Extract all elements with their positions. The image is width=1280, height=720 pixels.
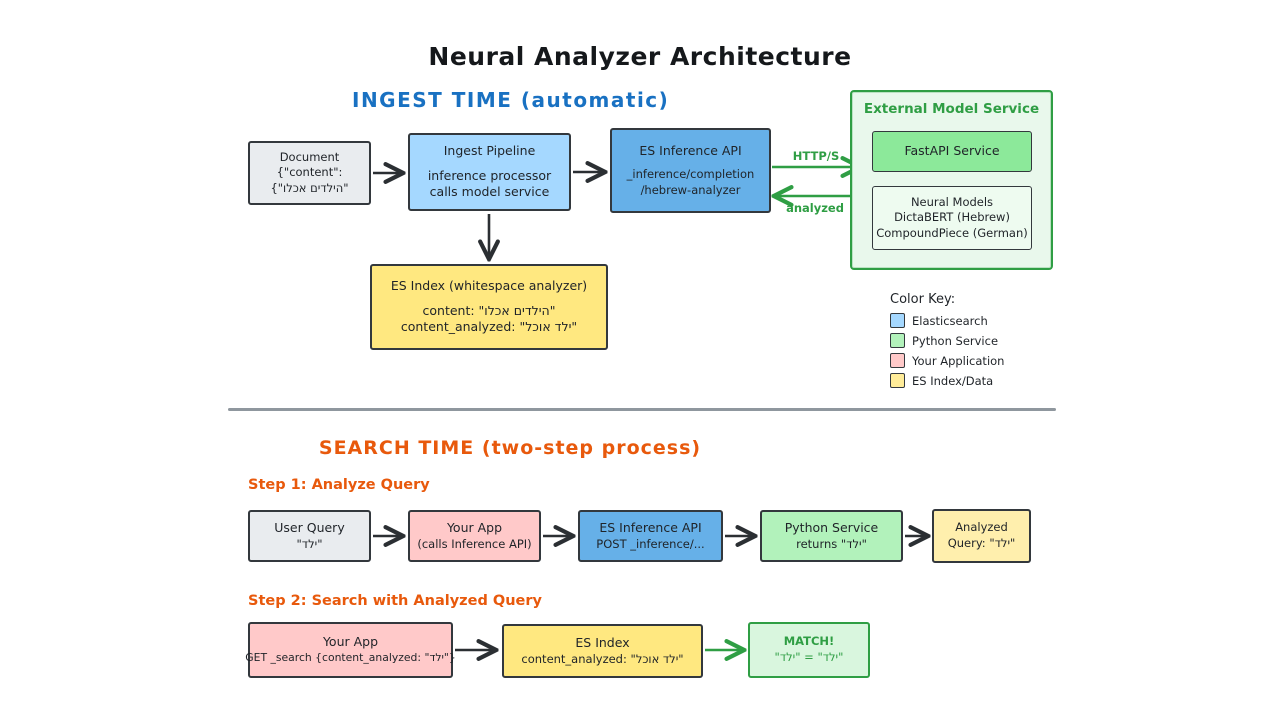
es-index-line1: ES Index (whitespace analyzer) bbox=[390, 277, 588, 293]
your-application-swatch bbox=[890, 353, 905, 368]
color-key-row-python: Python Service bbox=[890, 333, 998, 348]
pipeline-line3: calls model service bbox=[429, 184, 550, 200]
analyzed-arrow-label: analyzed bbox=[786, 201, 844, 215]
pipeline-line1: Ingest Pipeline bbox=[443, 142, 536, 158]
document-line3: "הילדים אכלו"} bbox=[270, 180, 349, 195]
document-box: Document {"content": "הילדים אכלו"} bbox=[248, 141, 371, 205]
elasticsearch-swatch bbox=[890, 313, 905, 328]
models-line3: CompoundPiece (German) bbox=[876, 225, 1028, 240]
color-key-row-application: Your Application bbox=[890, 353, 1004, 368]
python-service-swatch-label: Python Service bbox=[912, 333, 999, 348]
python-service-swatch bbox=[890, 333, 905, 348]
es-index-line3: content_analyzed: "ילד אוכל" bbox=[400, 319, 578, 335]
color-key-row-elasticsearch: Elasticsearch bbox=[890, 313, 988, 328]
inference-line3: /hebrew-analyzer bbox=[640, 182, 741, 197]
es-index-data-swatch bbox=[890, 373, 905, 388]
ingest-pipeline-box: Ingest Pipeline inference processor call… bbox=[408, 133, 571, 211]
ingest-section-heading: INGEST TIME (automatic) bbox=[352, 88, 670, 112]
fastapi-service-box: FastAPI Service bbox=[872, 131, 1032, 172]
color-key-row-index: ES Index/Data bbox=[890, 373, 993, 388]
es-index-step2-box: ES Index content_analyzed: "ילד אוכל" bbox=[502, 624, 703, 678]
external-model-service-title: External Model Service bbox=[863, 101, 1040, 117]
your-app1-line2: (calls Inference API) bbox=[417, 536, 532, 551]
section-divider bbox=[228, 408, 1056, 411]
step1-label: Step 1: Analyze Query bbox=[248, 477, 430, 493]
es-inference-api-step1-box: ES Inference API POST _inference/... bbox=[578, 510, 723, 562]
es-index2-line1: ES Index bbox=[575, 634, 630, 650]
match-box: MATCH! "ילד" = "ילד" bbox=[748, 622, 870, 678]
your-app1-line1: Your App bbox=[446, 519, 503, 535]
es-inference-api-box: ES Inference API _inference/completion /… bbox=[610, 128, 771, 213]
elasticsearch-swatch-label: Elasticsearch bbox=[912, 313, 988, 328]
fastapi-label: FastAPI Service bbox=[904, 143, 1000, 159]
search-section-heading: SEARCH TIME (two-step process) bbox=[318, 437, 702, 459]
step2-label: Step 2: Search with Analyzed Query bbox=[248, 593, 542, 609]
python-line1: Python Service bbox=[784, 519, 879, 535]
color-key-title: Color Key: bbox=[890, 292, 956, 307]
document-line2: {"content": bbox=[276, 165, 343, 180]
document-line1: Document bbox=[279, 149, 340, 164]
inference-line2: _inference/completion bbox=[626, 167, 755, 182]
user-query-box: User Query "ילד" bbox=[248, 510, 371, 562]
es-api1-line1: ES Inference API bbox=[599, 519, 702, 535]
match-line2: "ילד" = "ילד" bbox=[774, 650, 844, 664]
analyzed-line1: Analyzed bbox=[955, 520, 1008, 535]
es-index-data-swatch-label: ES Index/Data bbox=[912, 373, 994, 388]
pipeline-line2: inference processor bbox=[427, 167, 552, 183]
neural-models-box: Neural Models DictaBERT (Hebrew) Compoun… bbox=[872, 186, 1032, 250]
your-app-step2-box: Your App GET _search {content_analyzed: … bbox=[245, 622, 456, 678]
models-line2: DictaBERT (Hebrew) bbox=[894, 210, 1010, 225]
analyzed-line2: Query: "ילד" bbox=[947, 536, 1016, 550]
python-service-box: Python Service returns "ילד" bbox=[760, 510, 903, 562]
your-app-step1-box: Your App (calls Inference API) bbox=[408, 510, 541, 562]
inference-line1: ES Inference API bbox=[639, 142, 742, 158]
es-api1-line2: POST _inference/... bbox=[596, 536, 705, 551]
diagram-title: Neural Analyzer Architecture bbox=[428, 42, 852, 71]
python-line2: returns "ילד" bbox=[796, 536, 867, 551]
http-arrow-label: HTTP/S bbox=[792, 149, 840, 163]
es-index-line2: content: "הילדים אכלו" bbox=[422, 302, 556, 318]
user-query-line2: "ילד" bbox=[296, 536, 323, 551]
es-index-box: ES Index (whitespace analyzer) content: … bbox=[370, 264, 608, 350]
your-app2-line1: Your App bbox=[322, 634, 379, 650]
models-line1: Neural Models bbox=[910, 194, 994, 209]
your-application-swatch-label: Your Application bbox=[912, 353, 1005, 368]
es-index2-line2: content_analyzed: "ילד אוכל" bbox=[521, 651, 684, 666]
analyzed-query-box: Analyzed Query: "ילד" bbox=[932, 509, 1031, 563]
user-query-line1: User Query bbox=[274, 519, 345, 535]
match-line1: MATCH! bbox=[783, 634, 835, 649]
your-app2-line2: GET _search {content_analyzed: "ילד"} bbox=[245, 651, 456, 665]
